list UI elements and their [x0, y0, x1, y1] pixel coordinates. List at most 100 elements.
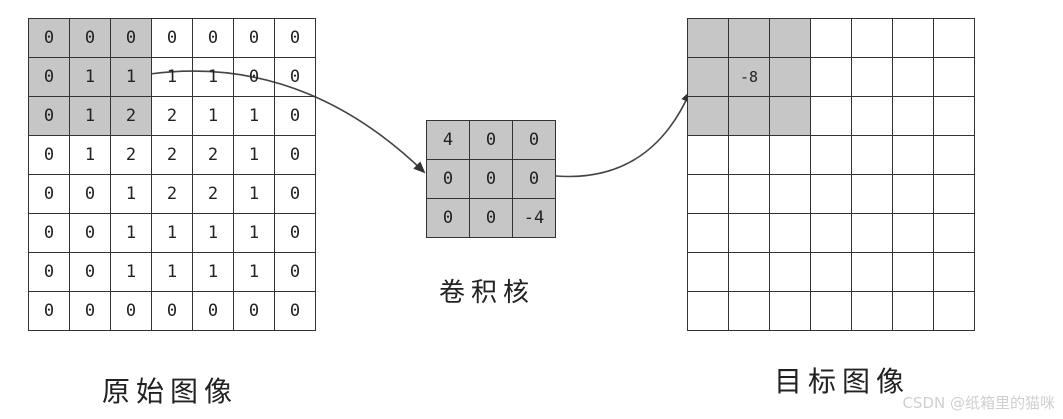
target-cell [933, 213, 975, 253]
original-cell: 0 [28, 213, 70, 253]
target-cell [687, 135, 729, 175]
target-cell [892, 291, 934, 331]
kernel-cell: -4 [512, 198, 556, 238]
kernel-cell: 0 [512, 159, 556, 199]
original-cell: 1 [233, 213, 275, 253]
kernel-cell: 0 [426, 198, 470, 238]
target-cell [769, 174, 811, 214]
original-cell: 0 [233, 291, 275, 331]
target-cell [728, 291, 770, 331]
target-row [687, 18, 975, 58]
target-cell [892, 96, 934, 136]
kernel-cell: 0 [512, 120, 556, 160]
target-cell [892, 57, 934, 97]
original-cell: 2 [110, 135, 152, 175]
original-cell: 0 [274, 252, 316, 292]
original-cell: 0 [69, 174, 111, 214]
original-cell: 0 [274, 96, 316, 136]
watermark: CSDN @纸箱里的猫咪 [902, 394, 1055, 412]
original-cell: 0 [28, 135, 70, 175]
original-cell: 0 [274, 213, 316, 253]
kernel-cell: 0 [469, 159, 513, 199]
target-cell [933, 135, 975, 175]
original-cell: 0 [274, 135, 316, 175]
original-cell: 0 [274, 57, 316, 97]
original-cell: 0 [69, 18, 111, 58]
original-cell: 0 [110, 291, 152, 331]
target-cell [769, 57, 811, 97]
kernel-cell: 0 [426, 159, 470, 199]
target-cell [851, 57, 893, 97]
target-cell [728, 135, 770, 175]
target-image-caption: 目标图像 [774, 365, 911, 398]
target-cell [892, 174, 934, 214]
original-cell: 1 [192, 213, 234, 253]
original-cell: 1 [69, 57, 111, 97]
target-cell [851, 18, 893, 58]
original-cell: 0 [192, 18, 234, 58]
target-cell [728, 213, 770, 253]
target-cell [687, 291, 729, 331]
target-cell [933, 174, 975, 214]
target-cell [810, 135, 852, 175]
original-cell: 1 [110, 252, 152, 292]
original-cell: 0 [28, 96, 70, 136]
target-cell [687, 18, 729, 58]
original-cell: 0 [28, 174, 70, 214]
original-cell: 1 [233, 174, 275, 214]
original-cell: 1 [110, 213, 152, 253]
original-cell: 0 [274, 291, 316, 331]
target-cell [769, 291, 811, 331]
target-cell [933, 96, 975, 136]
original-cell: 0 [110, 18, 152, 58]
original-cell: 0 [69, 291, 111, 331]
original-cell: 0 [192, 291, 234, 331]
original-cell: 1 [69, 135, 111, 175]
original-cell: 0 [28, 291, 70, 331]
target-image-grid: -8 [687, 18, 975, 331]
target-cell [687, 96, 729, 136]
original-cell: 0 [274, 174, 316, 214]
original-cell: 1 [192, 57, 234, 97]
original-cell: 1 [151, 213, 193, 253]
original-cell: 2 [151, 174, 193, 214]
target-cell [728, 96, 770, 136]
target-cell [687, 57, 729, 97]
original-cell: 1 [110, 174, 152, 214]
original-cell: 1 [192, 252, 234, 292]
target-cell [810, 252, 852, 292]
target-row [687, 135, 975, 175]
target-row [687, 213, 975, 253]
target-cell [851, 213, 893, 253]
target-cell [851, 252, 893, 292]
original-cell: 1 [151, 57, 193, 97]
original-image-caption: 原始图像 [102, 375, 239, 408]
target-cell [933, 18, 975, 58]
original-cell: 1 [110, 57, 152, 97]
original-cell: 1 [151, 252, 193, 292]
target-cell [810, 18, 852, 58]
target-cell [728, 252, 770, 292]
original-cell: 0 [28, 18, 70, 58]
original-cell: 1 [233, 135, 275, 175]
target-row [687, 174, 975, 214]
original-cell: 1 [69, 96, 111, 136]
target-cell [810, 213, 852, 253]
original-cell: 2 [192, 174, 234, 214]
target-cell [892, 213, 934, 253]
original-cell: 0 [69, 252, 111, 292]
target-cell [810, 174, 852, 214]
original-cell: 2 [192, 135, 234, 175]
target-cell [933, 57, 975, 97]
kernel-cell: 0 [469, 198, 513, 238]
target-cell [810, 96, 852, 136]
original-cell: 0 [69, 213, 111, 253]
target-cell [769, 213, 811, 253]
original-cell: 0 [151, 291, 193, 331]
